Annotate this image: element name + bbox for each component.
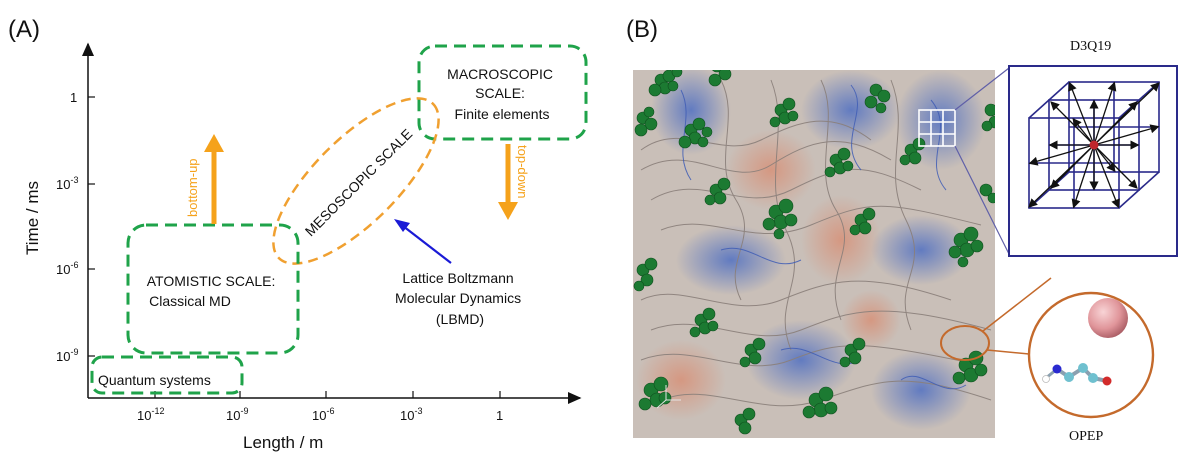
bead-cluster — [864, 83, 891, 114]
zoom-line — [954, 145, 1010, 255]
opep-zoom-ellipse — [940, 325, 990, 361]
bead-cluster — [849, 207, 876, 236]
flow-field — [633, 70, 995, 438]
y-axis-label: Time / ms — [23, 181, 42, 255]
y-tick-label: 10-6 — [56, 260, 78, 277]
d3q19-lattice — [1008, 65, 1178, 257]
bead-cluster — [839, 337, 866, 368]
bead-cluster — [638, 376, 672, 411]
atomistic-label: ATOMISTIC SCALE: Classical MD — [147, 273, 280, 309]
bead-cluster — [979, 183, 995, 204]
quantum-label: Quantum systems — [98, 372, 211, 388]
lattice-cell-highlight — [918, 109, 956, 147]
lbmd-label: Lattice Boltzmann Molecular Dynamics (LB… — [395, 270, 525, 327]
zoom-line — [954, 67, 1010, 111]
macroscopic-box — [417, 44, 588, 141]
bead-cluster — [689, 307, 719, 338]
bead-cluster — [648, 70, 683, 97]
panel-b-label: (B) — [626, 16, 658, 43]
bead-cluster — [762, 198, 798, 240]
top-down-arrow — [498, 144, 518, 220]
atomistic-box — [126, 223, 300, 355]
opep-label: OPEP — [1069, 429, 1103, 444]
x-tick-label: 1 — [496, 408, 503, 423]
y-ticks — [88, 96, 95, 357]
bead-cluster — [802, 386, 838, 419]
bottom-up-label: bottom-up — [185, 158, 200, 217]
bead-cluster — [948, 226, 984, 268]
opep-model — [1027, 291, 1155, 419]
x-ticks — [154, 391, 501, 398]
y-tick-label: 10-9 — [56, 347, 78, 364]
bead-cluster — [981, 103, 995, 132]
quantum-box — [90, 355, 244, 395]
bead-cluster — [708, 70, 732, 87]
coordinate-axes-icon — [656, 385, 681, 409]
x-tick-label: 10-3 — [400, 406, 422, 423]
bead-cluster — [739, 337, 766, 368]
zoom-line — [986, 349, 1030, 355]
lattice-title: D3Q19 — [1070, 39, 1111, 54]
y-tick-label: 10-3 — [56, 175, 78, 192]
x-tick-label: 10-9 — [226, 406, 248, 423]
x-tick-label: 10-6 — [312, 406, 334, 423]
top-down-label: top-down — [515, 145, 530, 198]
panel-a-label: (A) — [8, 16, 40, 43]
simulation-figure: D3Q19 OPEP — [633, 39, 1178, 444]
mesoscopic-ellipse — [272, 97, 440, 265]
bead-cluster — [704, 177, 731, 206]
zoom-line — [982, 277, 1052, 332]
bead-cluster — [769, 97, 799, 128]
y-tick-label: 1 — [70, 90, 77, 105]
scale-diagram: 1 10-3 10-6 10-9 10-12 10-9 10-6 10-3 1 … — [23, 42, 588, 452]
bead-cluster — [634, 106, 658, 137]
bead-cluster — [678, 117, 713, 149]
bead-cluster — [633, 257, 658, 292]
bead-cluster — [734, 407, 756, 435]
macroscopic-label: MACROSCOPIC SCALE: Finite elements — [447, 66, 557, 122]
bead-cluster — [952, 350, 988, 385]
x-tick-label: 10-12 — [137, 406, 164, 423]
bottom-up-arrow — [204, 134, 224, 224]
bead-cluster — [824, 147, 854, 178]
x-axis-label: Length / m — [243, 433, 323, 452]
lbmd-arrow — [394, 219, 452, 264]
